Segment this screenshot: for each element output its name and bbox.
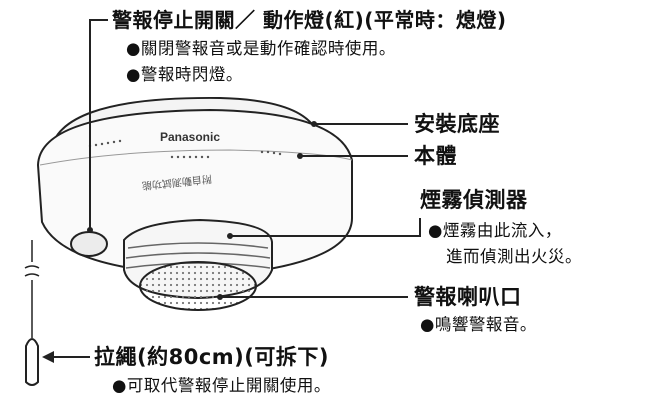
speaker-label: 警報喇叭口 [414, 285, 522, 309]
pull-cord-handle [25, 338, 39, 386]
alarm-stop-button [70, 231, 108, 257]
speaker-grille [139, 261, 257, 311]
leader-alarm-stop [89, 19, 108, 230]
smoke-sensor-note-2: 進而偵測出火災。 [446, 247, 582, 266]
smoke-sensor-note-1: ●煙霧由此流入， [428, 221, 562, 240]
arrow-pull-cord [42, 351, 54, 363]
brand-logo: Panasonic [160, 130, 221, 144]
base-label: 安裝底座 [414, 112, 500, 136]
speaker-note-1: ●鳴響警報音。 [420, 315, 537, 334]
smoke-sensor-label: 煙霧偵測器 [420, 188, 528, 212]
alarm-stop-note-1: ●關閉警報音或是動作確認時使用。 [126, 39, 396, 58]
body-label: 本體 [414, 144, 457, 168]
alarm-stop-note-2: ●警報時閃燈。 [126, 65, 243, 84]
pull-cord-label: 拉繩(約80cm)(可拆下) [94, 345, 329, 369]
alarm-stop-label: 警報停止開關／ 動作燈(紅)(平常時：熄燈) [112, 8, 507, 32]
pull-cord-note-1: ●可取代警報停止開關使用。 [112, 376, 331, 395]
leader-smoke-sensor [230, 218, 421, 237]
